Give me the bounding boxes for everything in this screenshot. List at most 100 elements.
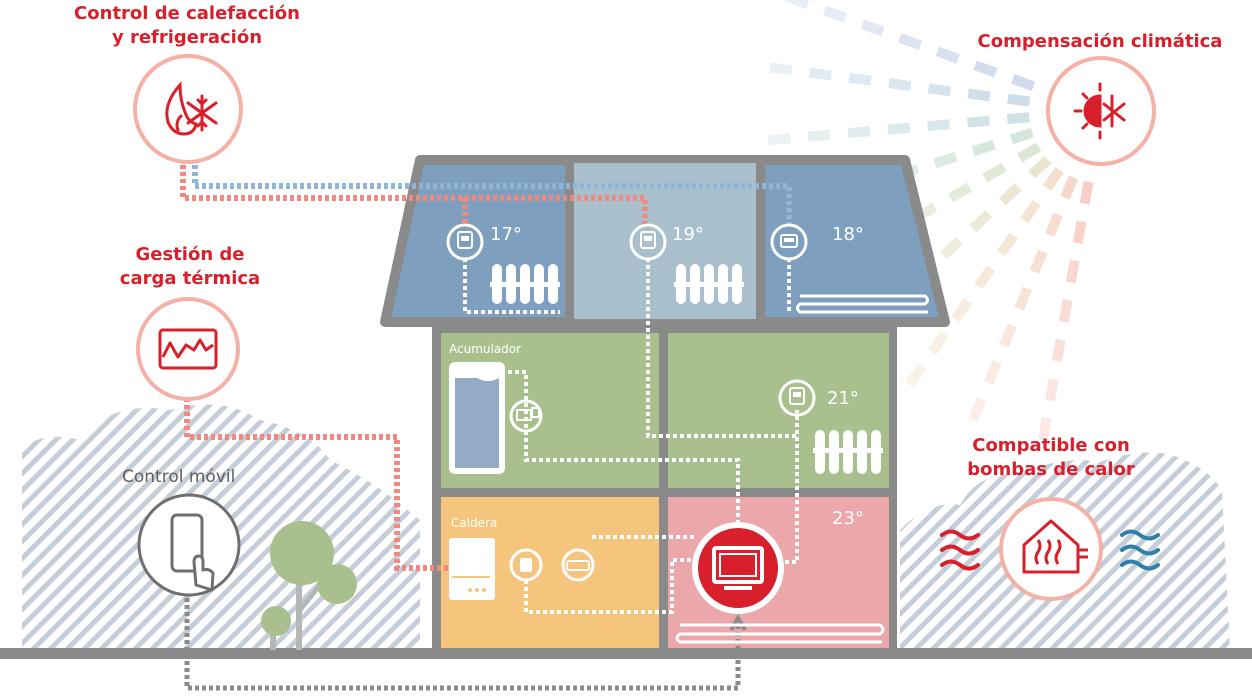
climate-ray [974,265,995,290]
attic-middle-temperature: 19° [672,224,704,245]
climate-ray [1045,377,1059,402]
radiator-icon [490,264,560,304]
climate-ray [1045,212,1063,237]
climate-compensation-badge [1046,56,1156,166]
radiator-icon [674,264,744,304]
climate-ray [767,133,791,146]
climate-ray [823,5,848,23]
controller-monitor-icon [692,522,784,614]
climate-ray [933,151,958,169]
cooling-control-line [192,165,792,225]
main-room-temperature: 23° [832,508,864,529]
climate-ray [927,83,951,97]
heating-cooling-label: Control de calefacción y refrigeración [74,3,300,48]
climate-ray [939,237,963,260]
fire-snow-icon [165,81,218,136]
attic-left-temperature: 17° [490,224,522,245]
thermostat-icon [629,223,667,261]
climate-ray [905,363,927,388]
living-room [668,333,889,488]
heat-pump-badge [999,497,1103,601]
climate-ray [898,33,923,51]
climate-ray [847,126,871,139]
climate-ray [769,62,793,76]
floor-heating-attic [796,294,929,314]
climate-ray [1007,93,1031,107]
climate-ray [1014,286,1033,311]
climate-ray [1028,155,1052,179]
climate-ray [967,88,991,102]
climate-ray [1042,167,1064,191]
climate-ray [968,397,987,422]
boiler-switch-icon [561,548,595,582]
climate-ray [1010,74,1036,92]
thermostat-icon [770,223,808,261]
thermal-load-line [184,398,450,571]
climate-ray [997,232,1018,257]
climate-ray [983,360,1002,385]
heat-waves-icon [940,529,980,571]
climate-ray [1079,181,1094,205]
heat-pump-house-icon [1022,519,1088,574]
mobile-control-label: Control móvil [122,467,236,487]
climate-ray [860,19,885,37]
radiator-icon [813,430,883,474]
climate-ray [785,0,810,9]
climate-ray [888,78,912,91]
climate-ray [967,115,990,128]
tree-icon [261,521,357,650]
boiler-label: Caldera [451,516,498,530]
boiler-relay-icon [509,548,543,582]
climate-ray [935,46,960,64]
sun-snow-icon [1073,82,1126,140]
boiler-icon [449,538,495,600]
climate-compensation-label: Compensación climática [977,31,1223,52]
climate-ray [947,182,972,203]
climate-ray [973,60,998,78]
climate-ray [848,72,872,86]
climate-ray [1065,259,1080,284]
climate-ray [1072,220,1087,244]
climate-ray [999,323,1017,348]
climate-ray [1058,299,1073,323]
climate-ray [969,210,993,233]
mobile-control-badge [137,493,241,597]
climate-ray [1038,417,1052,441]
roof-divider-left [565,158,574,323]
valve-controller-icon [509,399,543,433]
climate-ray [971,139,996,157]
internal-wiring [463,258,799,614]
accumulator-tank-icon [449,362,505,474]
accumulator-label: Acumulador [449,342,522,356]
climate-ray [1051,338,1066,363]
climate-ray [951,298,973,322]
thermal-load-badge [136,297,240,401]
thermostat-icon [446,223,484,261]
heat-pumps-label: Compatible con bombas de calor [967,435,1135,480]
climate-ray [807,129,831,142]
climate-ray [1020,199,1041,224]
climate-ray [998,182,1022,206]
waveform-monitor-icon [158,328,218,370]
climate-ray [928,330,950,355]
climate-ray [1017,142,1042,163]
smartphone-touch-icon [170,513,215,592]
cold-waves-icon [1120,529,1160,571]
living-room-temperature: 21° [827,388,859,409]
floor-heating-main [675,623,885,644]
thermostat-icon [778,379,816,417]
roof-divider-right [756,158,765,323]
climate-ray [982,162,1007,183]
climate-ray [887,122,911,135]
climate-ray [1006,112,1030,125]
attic-right-temperature: 18° [832,224,864,245]
mobile-control-line [184,598,741,691]
climate-ray [1029,249,1048,274]
heating-cooling-badge [133,54,243,164]
thermal-load-label: Gestión de carga térmica [119,244,261,289]
climate-ray [1009,127,1034,145]
climate-ray [927,119,951,132]
climate-ray [808,67,832,81]
climate-ray [1060,175,1079,200]
